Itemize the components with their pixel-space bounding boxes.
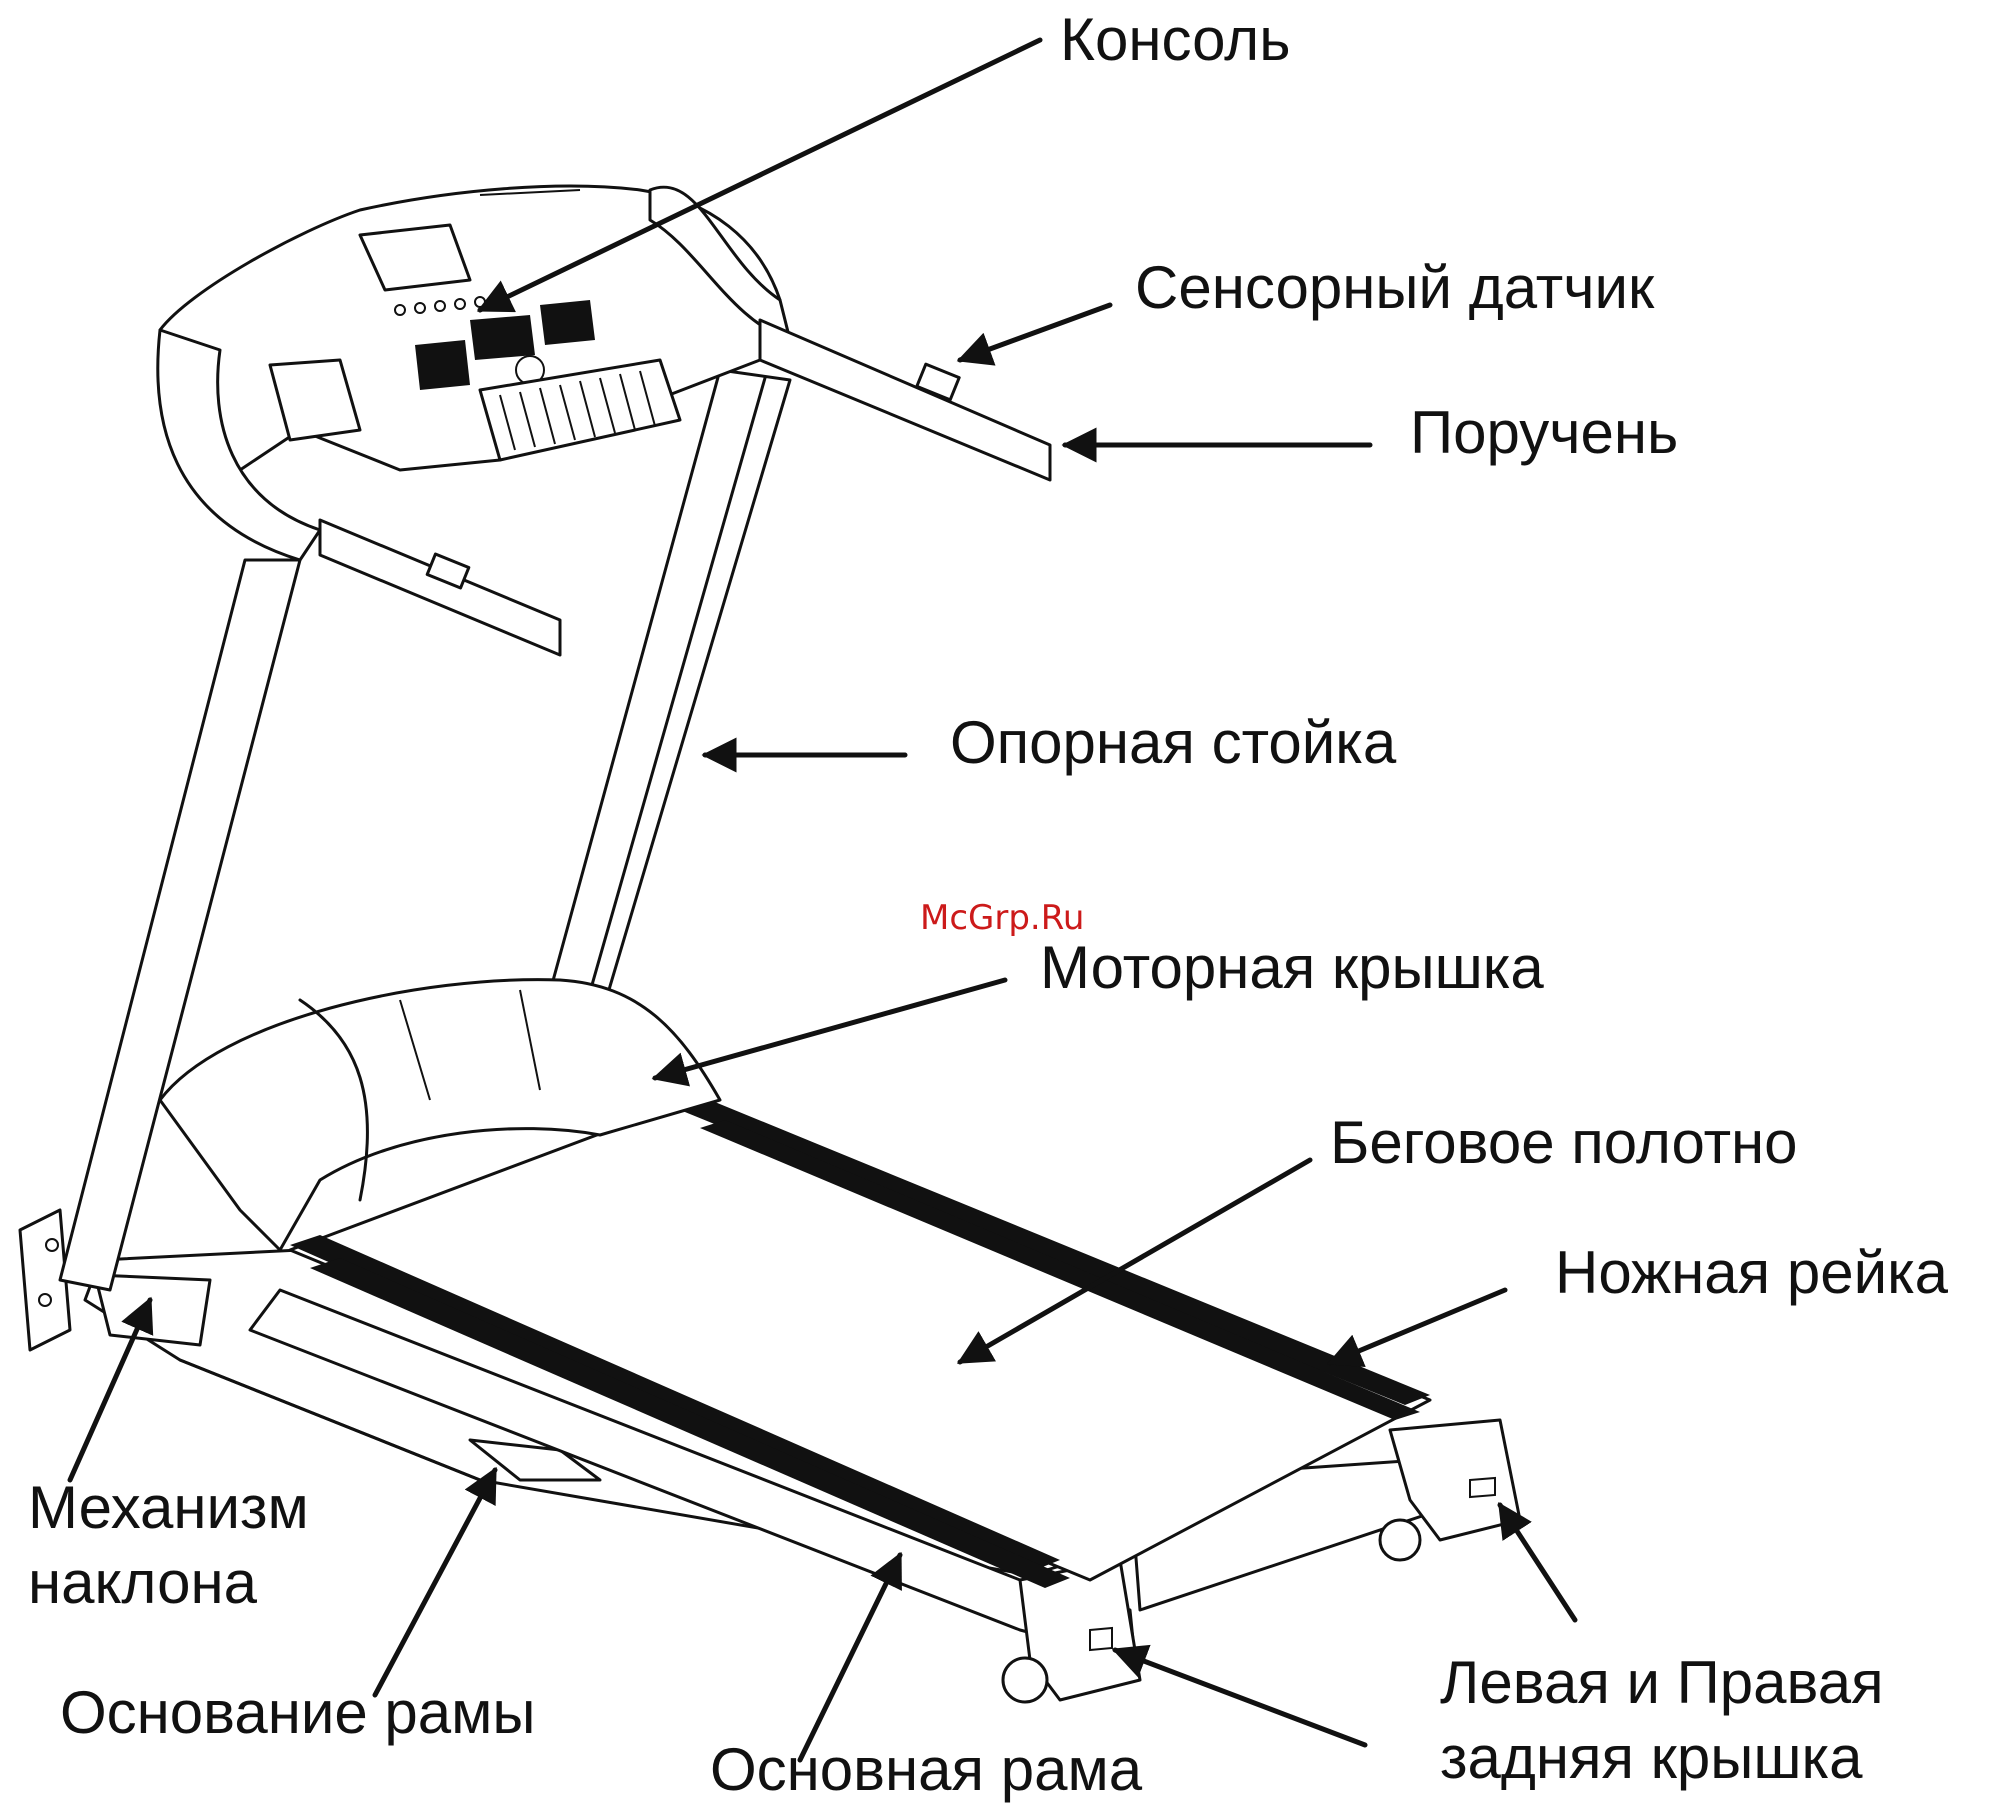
label-incline: Механизм наклона <box>28 1470 309 1620</box>
label-upright: Опорная стойка <box>950 705 1396 780</box>
label-main-frame: Основная рама <box>710 1732 1142 1807</box>
label-rear-cover: Левая и Правая задняя крышка <box>1440 1645 1884 1795</box>
label-console: Консоль <box>1060 2 1290 77</box>
label-foot-rail: Ножная рейка <box>1555 1235 1948 1310</box>
arrow-main-frame <box>800 1555 900 1760</box>
arrow-motor-cover <box>655 980 1005 1078</box>
label-frame-base: Основание рамы <box>60 1675 536 1750</box>
arrow-foot-rail <box>1330 1290 1505 1363</box>
label-running-belt: Беговое полотно <box>1330 1105 1798 1180</box>
arrow-frame-base <box>375 1470 495 1695</box>
label-handrail: Поручень <box>1410 395 1678 470</box>
label-motor-cover: Моторная крышка <box>1040 930 1544 1005</box>
label-sensor: Сенсорный датчик <box>1135 250 1654 325</box>
watermark: McGrp.Ru <box>920 898 1084 938</box>
arrow-rear-cover-left <box>1115 1650 1365 1745</box>
arrow-sensor <box>960 305 1110 360</box>
arrow-rear-cover-right <box>1500 1505 1575 1620</box>
